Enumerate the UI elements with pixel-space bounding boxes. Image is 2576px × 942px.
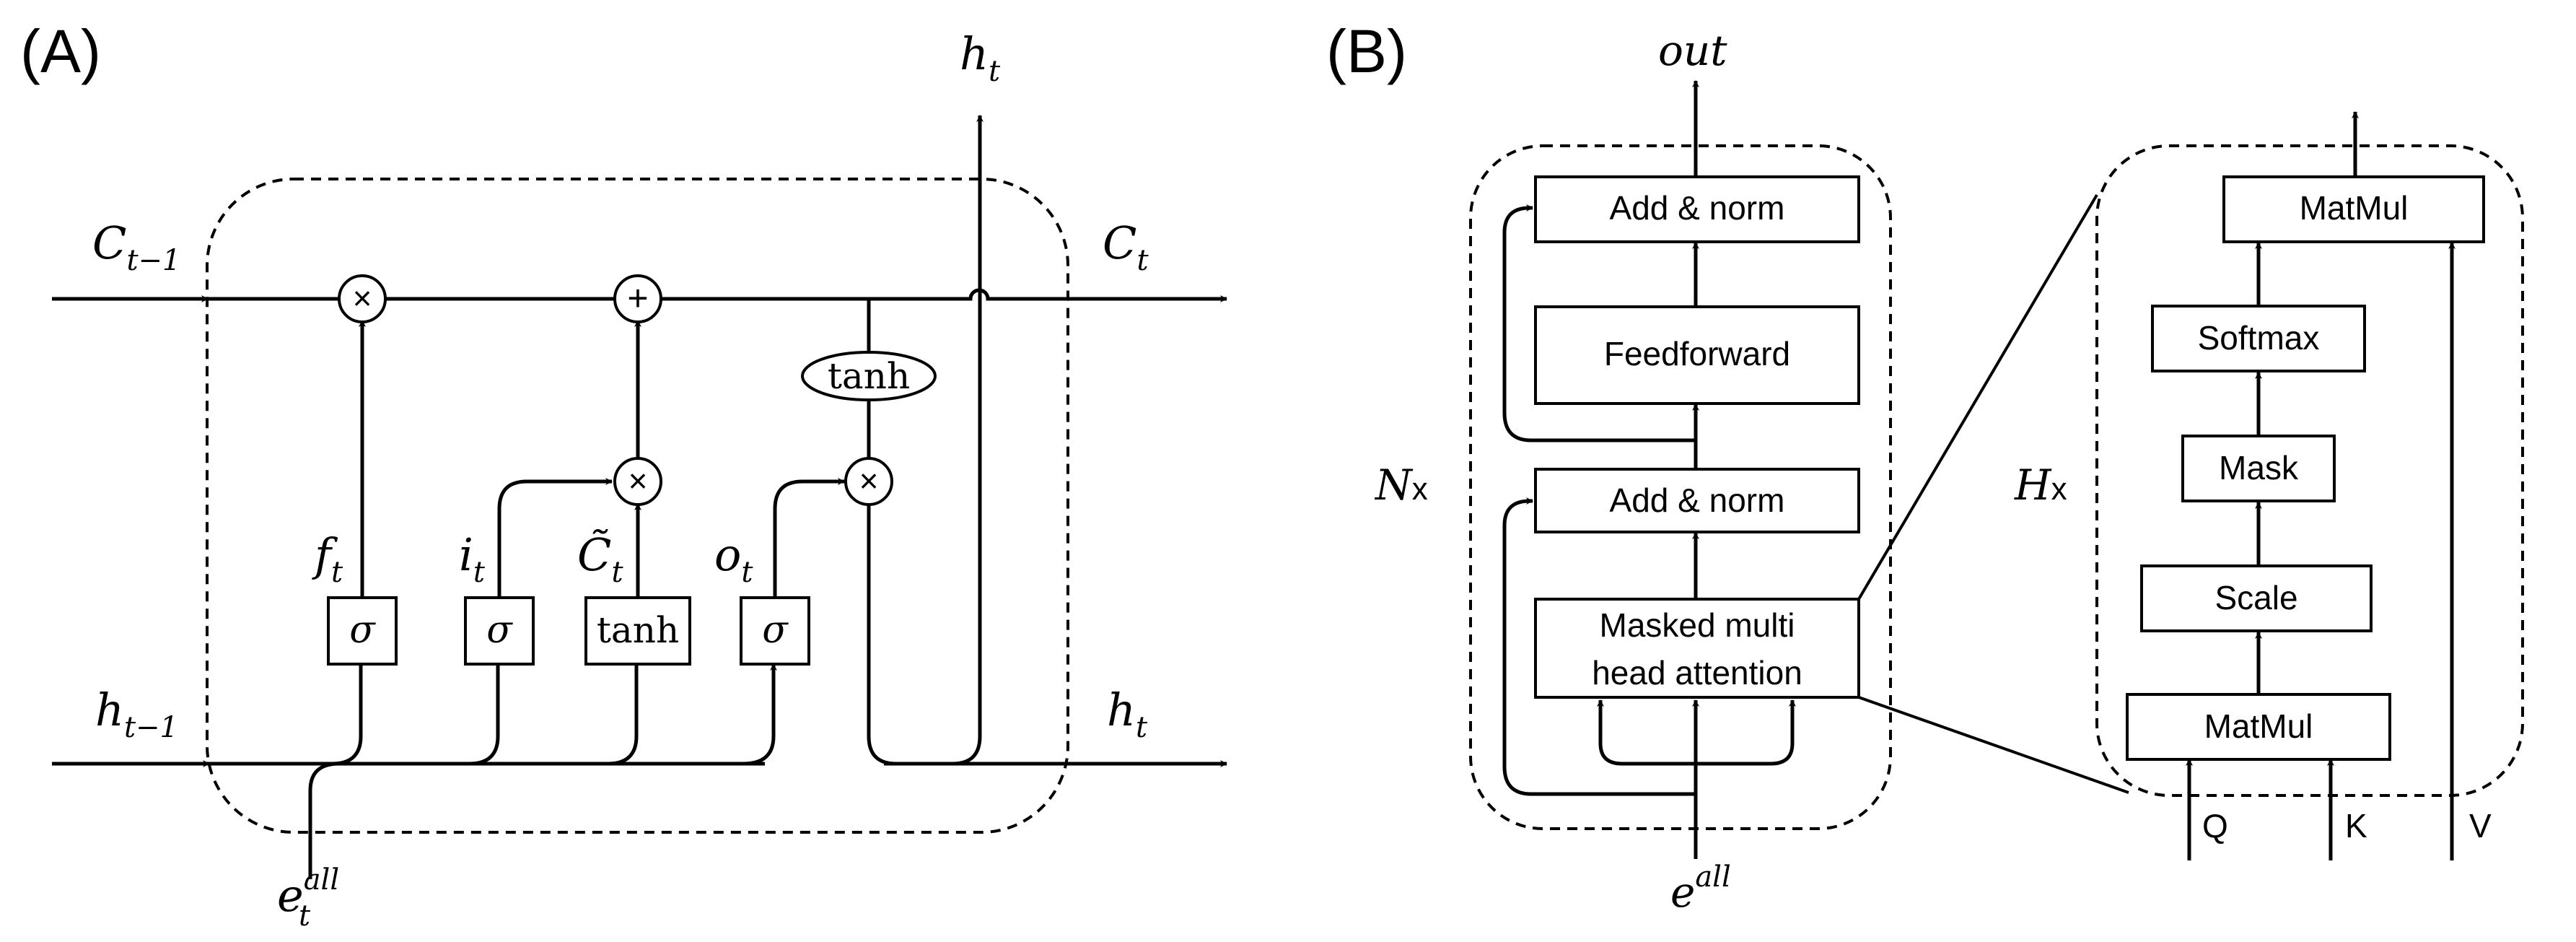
add-norm-bottom-block: Add & norm xyxy=(1534,468,1860,533)
hx-label: Hx xyxy=(2014,461,2067,510)
panel-a-tag: (A) xyxy=(20,17,101,85)
label-h-t-top: ht xyxy=(960,27,1001,88)
forget-multiply-node: × xyxy=(338,274,387,323)
lstm-cell-boundary xyxy=(206,178,1069,834)
output-multiply-to-hidden xyxy=(867,115,983,766)
masked-attention-block: Masked multi head attention xyxy=(1534,598,1860,699)
svg-text:σ: σ xyxy=(486,609,513,652)
label-i-t: it xyxy=(459,528,486,589)
add-norm-top-block: Add & norm xyxy=(1534,175,1860,243)
matmul-bottom-block: MatMul xyxy=(2126,693,2391,761)
matmul-top-block: MatMul xyxy=(2222,175,2485,243)
svg-text:Add & norm: Add & norm xyxy=(1610,481,1785,519)
label-h-prev: ht−1 xyxy=(95,684,178,744)
mask-block: Mask xyxy=(2181,435,2336,502)
out-label: out xyxy=(1658,26,1727,75)
input-split-path xyxy=(1598,706,1795,766)
cell-add-node: + xyxy=(613,274,662,323)
k-label: K xyxy=(2345,807,2367,845)
residual-top-path xyxy=(1502,204,1696,442)
label-f-t: ft xyxy=(312,528,343,589)
candidate-branch-path xyxy=(607,664,639,766)
input-multiply-node: × xyxy=(613,457,662,506)
svg-text:tanh: tanh xyxy=(828,355,910,397)
label-c-t: Ct xyxy=(1103,217,1149,277)
feedforward-block: Feedforward xyxy=(1534,305,1860,405)
residual-bottom-path xyxy=(1502,497,1696,796)
forget-gate-box: σ xyxy=(327,596,398,666)
candidate-tanh-box: tanh xyxy=(584,596,691,666)
input-e-all-label: eall xyxy=(1670,860,1731,917)
nx-label: Nx xyxy=(1374,461,1428,510)
output-gate-to-multiply xyxy=(773,478,845,598)
svg-text:σ: σ xyxy=(349,609,376,652)
svg-text:MatMul: MatMul xyxy=(2300,189,2409,227)
e-all-input-path xyxy=(308,762,340,879)
svg-text:Softmax: Softmax xyxy=(2198,319,2320,357)
svg-text:+: + xyxy=(627,278,648,318)
svg-text:Feedforward: Feedforward xyxy=(1604,335,1790,372)
softmax-block: Softmax xyxy=(2151,305,2366,372)
output-multiply-node: × xyxy=(844,457,893,506)
label-c-tilde: C̃t xyxy=(577,528,623,589)
svg-text:Mask: Mask xyxy=(2219,449,2299,487)
svg-text:Add & norm: Add & norm xyxy=(1610,189,1785,227)
svg-text:Masked multi: Masked multi xyxy=(1600,606,1795,644)
panel-b-transformer: (B) out eall Add & norm Feedforward xyxy=(1326,17,2524,917)
output-gate-box: σ xyxy=(740,596,810,666)
label-h-t-right: ht xyxy=(1107,684,1148,744)
output-gate-branch-path xyxy=(742,663,777,766)
zoom-line-bottom xyxy=(1858,696,2129,794)
svg-text:×: × xyxy=(353,279,372,317)
svg-text:Scale: Scale xyxy=(2214,579,2297,616)
svg-text:×: × xyxy=(859,462,879,500)
attention-boundary xyxy=(2095,144,2524,797)
zoom-line-top xyxy=(1857,193,2098,601)
input-branch-path xyxy=(468,664,500,766)
svg-text:tanh: tanh xyxy=(597,609,679,651)
svg-text:σ: σ xyxy=(762,609,789,652)
v-label: V xyxy=(2469,807,2492,845)
input-gate-to-multiply xyxy=(497,478,613,598)
input-gate-box: σ xyxy=(464,596,535,666)
cell-tanh-node: tanh xyxy=(801,351,937,401)
label-c-prev: Ct−1 xyxy=(92,217,181,277)
label-o-t: ot xyxy=(714,528,753,589)
decoder-boundary xyxy=(1469,144,1892,830)
scale-block: Scale xyxy=(2140,564,2373,632)
svg-text:MatMul: MatMul xyxy=(2204,707,2313,745)
forget-branch-path xyxy=(331,664,363,766)
panel-a-lstm: (A) × xyxy=(20,17,1227,933)
svg-text:head attention: head attention xyxy=(1592,654,1802,692)
q-label: Q xyxy=(2202,807,2228,845)
panel-b-tag: (B) xyxy=(1326,17,1407,85)
svg-text:×: × xyxy=(628,462,648,500)
